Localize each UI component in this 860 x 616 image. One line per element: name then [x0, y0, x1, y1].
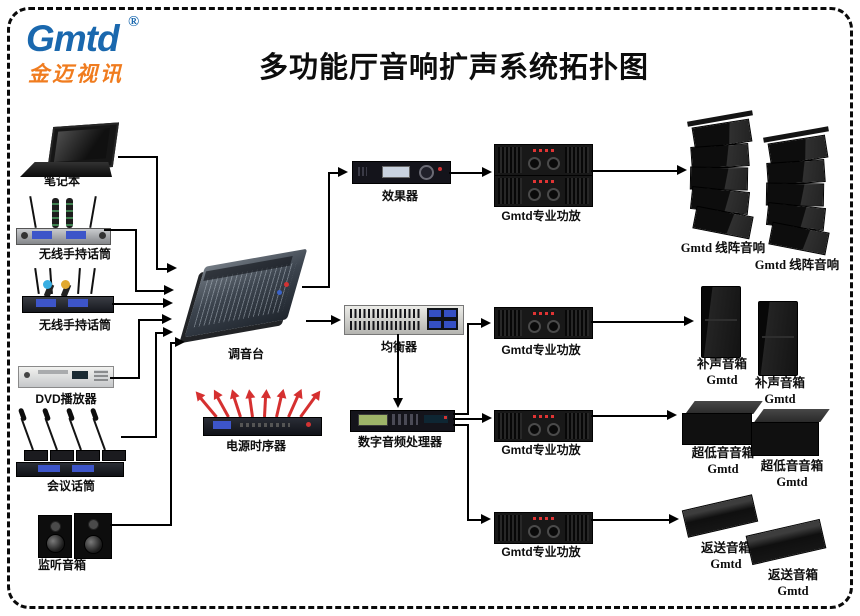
wire — [156, 268, 168, 270]
mixer-label: 调音台 — [227, 347, 265, 361]
fill-speaker-1-name: 补声音箱 — [696, 357, 748, 371]
conference-mic-label: 会议话筒 — [46, 479, 96, 493]
wire — [110, 377, 140, 379]
return-speaker-1-name: 返送音箱 — [700, 541, 752, 555]
line-array-2-label: Gmtd 线阵音响 — [754, 258, 840, 272]
equalizer-label: 均衡器 — [380, 340, 418, 354]
arrowhead — [163, 298, 173, 308]
effects-label: 效果器 — [381, 189, 419, 203]
wire — [397, 334, 399, 398]
arrowhead — [163, 327, 173, 337]
subwoofer-2-label: 超低音音箱 Gmtd — [761, 459, 824, 490]
wire — [170, 342, 176, 344]
return-speaker-1-label: 返送音箱 Gmtd — [701, 541, 751, 572]
line-array-1-label: Gmtd 线阵音响 — [680, 241, 766, 255]
wire — [591, 170, 678, 172]
amp-1-label: Gmtd专业功放 — [501, 209, 581, 223]
wireless-mic-2-label: 无线手持话筒 — [38, 318, 112, 332]
laptop-label: 笔记本 — [43, 174, 81, 188]
wire — [453, 424, 469, 426]
wire — [449, 172, 483, 174]
arrowhead — [677, 165, 687, 175]
page-title: 多功能厅音响扩声系统拓扑图 — [258, 52, 650, 84]
wire — [591, 321, 685, 323]
registered-mark-icon: ® — [128, 14, 140, 30]
arrowhead — [481, 514, 491, 524]
wire — [138, 319, 163, 321]
wire — [467, 424, 469, 521]
wire — [467, 324, 469, 415]
dvd-player-label: DVD播放器 — [35, 392, 97, 406]
wire — [453, 418, 483, 420]
return-speaker-2-name: 返送音箱 — [767, 568, 819, 582]
fill-speaker-1-brand: Gmtd — [706, 372, 738, 387]
wire — [112, 303, 164, 305]
amp-2-label: Gmtd专业功放 — [501, 343, 581, 357]
arrowhead — [162, 314, 172, 324]
brand-logo: Gmtd — [26, 18, 120, 59]
wire — [110, 524, 172, 526]
arrowhead — [175, 337, 185, 347]
wire — [104, 229, 137, 231]
arrowhead — [393, 398, 403, 408]
wire — [328, 172, 330, 288]
wire — [591, 415, 668, 417]
amp-3-label: Gmtd专业功放 — [501, 443, 581, 457]
brand-logo-subtitle: 金迈视讯 — [28, 62, 124, 86]
wire — [328, 172, 339, 174]
subwoofer-1-name: 超低音音箱 — [691, 446, 755, 460]
wire — [155, 332, 157, 438]
wire — [135, 229, 137, 292]
arrowhead — [669, 514, 679, 524]
subwoofer-1-label: 超低音音箱 Gmtd — [692, 446, 755, 477]
wire — [156, 156, 158, 270]
arrowhead — [331, 315, 341, 325]
wireless-mic-1-label: 无线手持话筒 — [38, 247, 112, 261]
wire — [135, 290, 165, 292]
return-speaker-2-brand: Gmtd — [777, 583, 809, 598]
wire — [591, 519, 670, 521]
arrowhead — [164, 285, 174, 295]
arrowhead — [338, 167, 348, 177]
fill-speaker-2-brand: Gmtd — [764, 391, 796, 406]
fill-speaker-1-label: 补声音箱 Gmtd — [697, 357, 747, 388]
return-speaker-1-brand: Gmtd — [710, 556, 742, 571]
wire — [155, 332, 164, 334]
fill-speaker-2-label: 补声音箱 Gmtd — [755, 376, 805, 407]
wire — [467, 323, 482, 325]
wire — [302, 286, 330, 288]
wire — [453, 413, 469, 415]
subwoofer-1-brand: Gmtd — [707, 461, 739, 476]
return-speaker-2-label: 返送音箱 Gmtd — [768, 568, 818, 599]
wire — [170, 342, 172, 526]
power-sequencer-label: 电源时序器 — [225, 439, 287, 453]
wire — [121, 436, 157, 438]
audio-processor-label: 数字音频处理器 — [357, 435, 443, 449]
monitor-speaker-label: 监听音箱 — [37, 558, 87, 572]
arrowhead — [482, 413, 492, 423]
arrowhead — [667, 410, 677, 420]
arrowhead — [481, 318, 491, 328]
fill-speaker-2-name: 补声音箱 — [754, 376, 806, 390]
subwoofer-2-brand: Gmtd — [776, 474, 808, 489]
wire — [138, 319, 140, 379]
wire — [306, 320, 332, 322]
wire — [118, 156, 158, 158]
arrowhead — [482, 167, 492, 177]
subwoofer-2-name: 超低音音箱 — [760, 459, 824, 473]
amp-4-label: Gmtd专业功放 — [501, 545, 581, 559]
arrowhead — [167, 263, 177, 273]
wire — [467, 519, 482, 521]
arrowhead — [684, 316, 694, 326]
